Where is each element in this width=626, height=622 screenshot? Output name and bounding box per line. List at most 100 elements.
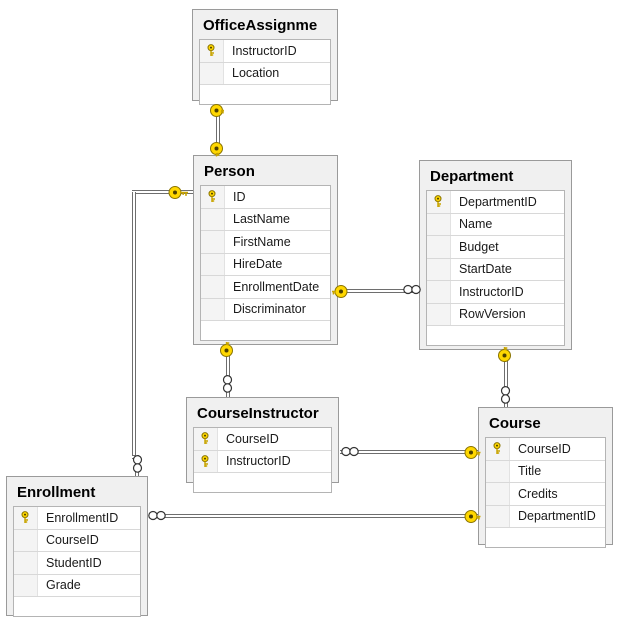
column-list-filler [427,326,564,346]
primary-key-gutter [14,529,38,551]
key-icon [201,454,209,467]
column-row[interactable]: RowVersion [427,303,564,326]
entity-enrollment[interactable]: Enrollment EnrollmentID CourseID Studen [6,476,148,617]
column-list: ID LastName FirstName HireDate Enrollmen… [200,185,331,341]
column-name: HireDate [233,257,283,272]
column-row[interactable]: FirstName [201,231,330,254]
column-name: CourseID [226,431,279,446]
column-row[interactable]: CourseID [194,428,331,451]
column-row[interactable]: CourseID [14,529,140,552]
column-row[interactable]: DepartmentID [427,191,564,214]
marker-one-key-person-department[interactable] [332,283,351,300]
column-row[interactable]: LastName [201,208,330,231]
marker-one-key-person-top[interactable] [208,140,225,157]
marker-many-crowsfoot-course-top[interactable] [499,386,512,404]
entity-title: Department [430,168,514,185]
column-list-filler [194,473,331,493]
column-name: LastName [233,212,290,227]
connector-officeassignment-person[interactable] [216,106,220,154]
column-list: CourseID InstructorID [193,427,332,493]
primary-key-gutter [486,505,510,527]
column-row[interactable]: Budget [427,236,564,259]
marker-one-key-course-enrollment[interactable] [462,508,481,525]
column-list: InstructorID Location [199,39,331,105]
column-name: EnrollmentID [46,510,119,525]
column-list-filler [486,528,605,548]
marker-many-crowsfoot-enrollment-right[interactable] [148,509,166,522]
column-row[interactable]: Location [200,62,330,85]
column-row[interactable]: InstructorID [194,450,331,473]
marker-many-crowsfoot-courseinstructor-right[interactable] [341,445,359,458]
column-name: InstructorID [226,454,291,469]
column-name: Name [459,217,493,232]
key-icon [208,190,216,203]
column-row[interactable]: StudentID [14,552,140,575]
connector-person-enrollment-vertical[interactable] [132,192,136,458]
marker-one-key-course-courseinstructor[interactable] [462,444,481,461]
column-row[interactable]: InstructorID [427,281,564,304]
column-row[interactable]: Name [427,213,564,236]
column-row[interactable]: Title [486,460,605,483]
key-icon [493,442,501,455]
marker-one-key-department-course[interactable] [496,346,513,364]
connector-courseinstructor-course[interactable] [340,450,479,454]
primary-key-gutter [427,281,451,303]
entity-title: CourseInstructor [197,405,319,422]
column-list-filler [14,597,140,617]
connector-person-enrollment-horizontal[interactable] [132,190,194,194]
primary-key-gutter [194,428,218,450]
primary-key-gutter [201,208,225,230]
filler-gutter [486,528,510,547]
primary-key-gutter [14,507,38,529]
column-name: Budget [459,239,499,254]
column-name: Location [232,66,280,81]
primary-key-gutter [201,253,225,275]
entity-department[interactable]: Department DepartmentID Name Budget [419,160,572,350]
key-icon [434,195,442,208]
filler-gutter [427,326,451,345]
column-name: Title [518,464,542,479]
column-row[interactable]: Credits [486,483,605,506]
connector-person-courseinstructor[interactable] [226,346,230,397]
column-row[interactable]: HireDate [201,253,330,276]
key-icon [201,432,209,445]
marker-one-key-officeassignment[interactable] [208,102,225,119]
column-name: DepartmentID [518,509,596,524]
column-row[interactable]: ID [201,186,330,209]
marker-one-key-person-enrollment[interactable] [166,184,192,201]
column-row[interactable]: CourseID [486,438,605,461]
column-name: EnrollmentDate [233,279,320,294]
column-row[interactable]: EnrollmentID [14,507,140,530]
entity-person[interactable]: Person ID LastName FirstName [193,155,338,345]
filler-gutter [201,321,225,340]
column-name: Grade [46,578,81,593]
primary-key-gutter [201,298,225,320]
column-row[interactable]: StartDate [427,258,564,281]
entity-title: Person [204,163,255,180]
connector-enrollment-course[interactable] [149,514,479,518]
entity-courseinstructor[interactable]: CourseInstructor CourseID [186,397,339,493]
column-row[interactable]: Discriminator [201,298,330,321]
column-name: Discriminator [233,302,306,317]
connector-person-department[interactable] [340,289,420,293]
marker-many-crowsfoot-enrollment-top[interactable] [131,455,144,473]
column-list: DepartmentID Name Budget StartDate Instr… [426,190,565,346]
column-row[interactable]: Grade [14,574,140,597]
column-list: EnrollmentID CourseID StudentID Grade [13,506,141,617]
column-list-filler [201,321,330,341]
column-name: FirstName [233,234,291,249]
connector-department-course[interactable] [504,351,508,407]
entity-course[interactable]: Course CourseID Title Credits [478,407,613,548]
primary-key-gutter [427,303,451,325]
column-row[interactable]: EnrollmentDate [201,276,330,299]
filler-gutter [14,597,38,616]
entity-officeassignment[interactable]: OfficeAssignme InstructorID Location [192,9,338,105]
column-row[interactable]: InstructorID [200,40,330,63]
marker-many-crowsfoot-courseinstructor-top[interactable] [221,375,234,393]
marker-many-crowsfoot-department[interactable] [403,283,421,296]
marker-one-key-person-courseinstructor[interactable] [218,341,235,359]
primary-key-gutter [486,483,510,505]
column-row[interactable]: DepartmentID [486,505,605,528]
primary-key-gutter [427,191,451,213]
primary-key-gutter [486,460,510,482]
